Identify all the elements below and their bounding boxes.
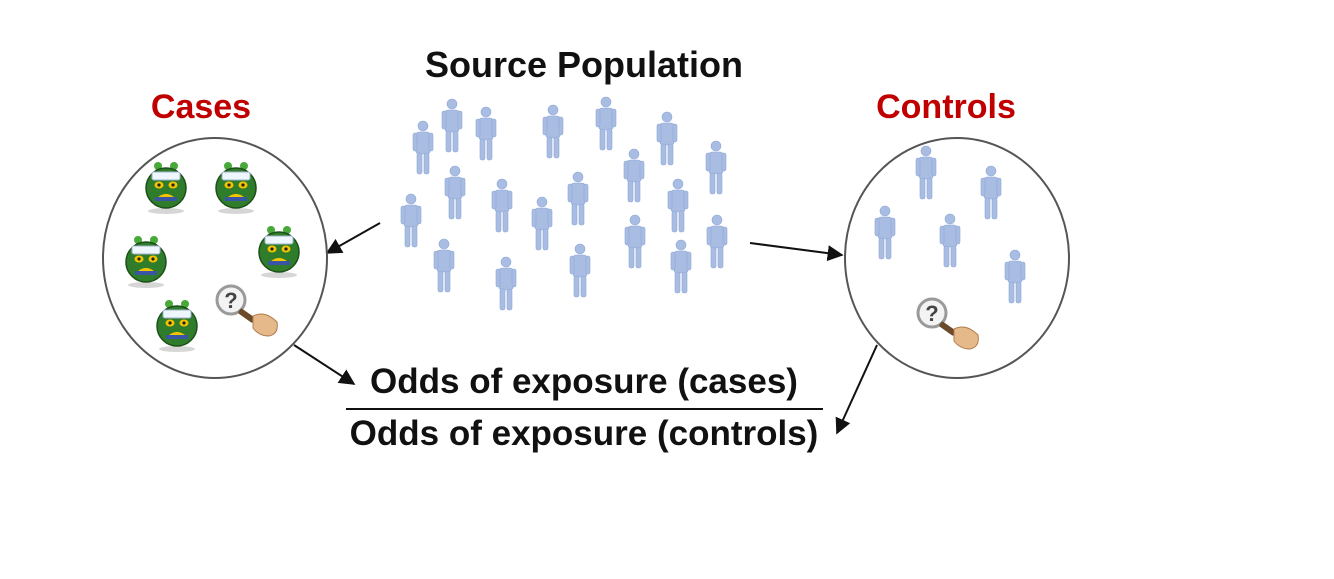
cases-title: Cases [150,88,252,126]
person-icon [623,148,645,203]
formula-denominator: Odds of exposure (controls) [349,414,819,453]
person-icon [531,196,553,251]
arrow-to-controls [749,242,844,262]
person-icon [567,171,589,226]
person-icon [542,104,564,159]
person-icon [441,98,463,153]
controls-circle [844,137,1070,379]
person-icon [706,214,728,269]
person-icon [491,178,513,233]
person-icon [433,238,455,293]
person-icon [400,193,422,248]
person-icon [595,96,617,151]
person-icon [412,120,434,175]
arrow-cases-to-formula [293,344,356,385]
source-population-group [400,96,728,311]
controls-title: Controls [876,88,1016,126]
arrow-to-cases [325,222,381,254]
person-icon [495,256,517,311]
person-icon [444,165,466,220]
person-icon [656,111,678,166]
person-icon [569,243,591,298]
person-icon [670,239,692,294]
person-icon [667,178,689,233]
source-population-title: Source Population [424,44,744,85]
arrow-controls-to-formula [835,344,878,435]
person-icon [705,140,727,195]
person-icon [475,106,497,161]
person-icon [624,214,646,269]
formula-numerator: Odds of exposure (cases) [370,362,798,401]
